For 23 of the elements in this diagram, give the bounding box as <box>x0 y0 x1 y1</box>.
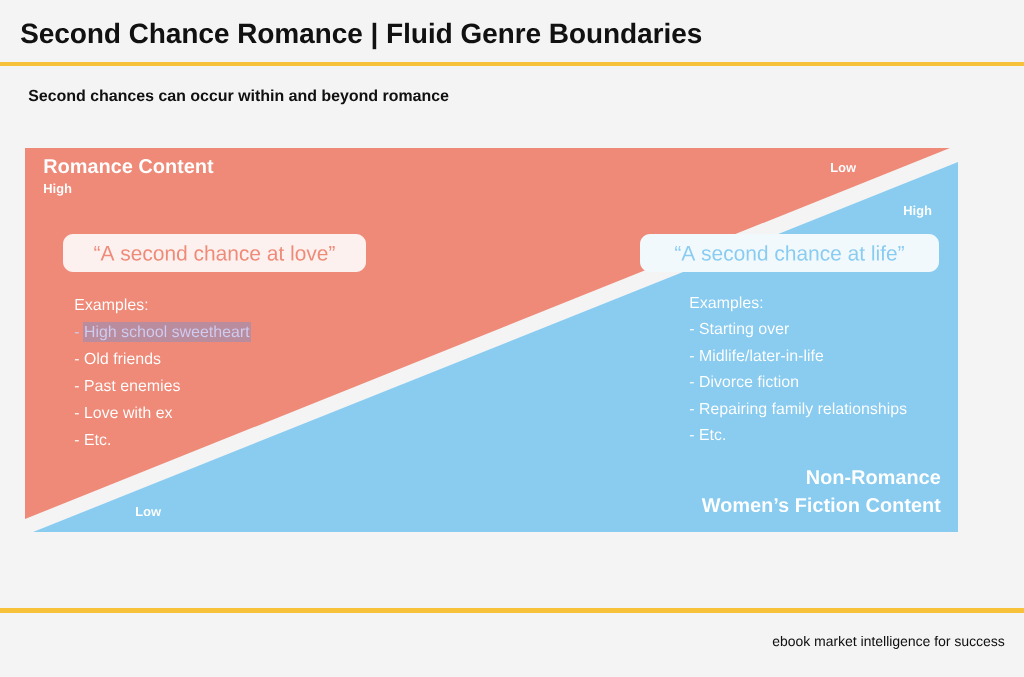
scale-label: Low <box>831 163 857 173</box>
list-item: - Old friends <box>74 352 161 365</box>
band-heading: Non-Romance Women’s Fiction Content <box>701 470 941 513</box>
list-item: - Etc. <box>74 434 110 446</box>
list-heading: Examples: <box>75 298 148 314</box>
subtitle: Second chances can occur within and beyond romance <box>28 89 449 105</box>
list-item: - High school sweetheart <box>74 322 251 342</box>
list-item: - Midlife/later-in-life <box>689 349 824 362</box>
list-item: - Love with ex <box>74 406 173 419</box>
list-heading: Examples: <box>690 296 763 312</box>
title: Second Chance Romance | Fluid Genre Boundaries <box>21 22 702 50</box>
scale-label: High <box>44 183 72 196</box>
band-heading: Romance Content <box>44 159 214 174</box>
scale-label: Low <box>136 507 162 517</box>
list-item: - Repairing family relationships <box>689 402 907 418</box>
list-item: - Past enemies <box>74 379 180 392</box>
scale-label: High <box>904 205 932 218</box>
list-item: - Divorce fiction <box>689 375 798 388</box>
list-item: - Etc. <box>689 429 725 441</box>
tagline: ebook market intelligence for success <box>772 635 1005 649</box>
pill-label: “A second chance at life” <box>640 234 939 272</box>
list-item: - Starting over <box>689 322 790 338</box>
pill-label: “A second chance at love” <box>63 234 366 272</box>
